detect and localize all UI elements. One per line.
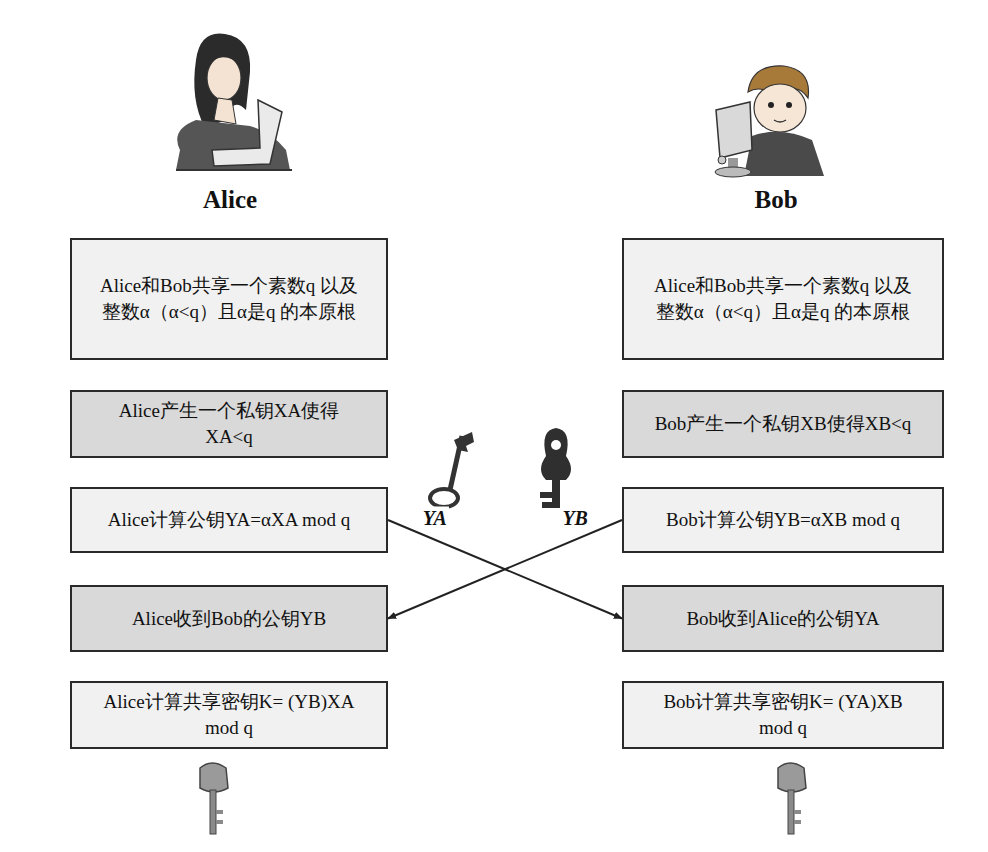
process-box: Alice计算公钥YA=αXA mod q bbox=[70, 487, 388, 553]
key-icon bbox=[200, 763, 228, 834]
box-text: Alice收到Bob的公钥YB bbox=[106, 606, 352, 632]
key-icon bbox=[430, 432, 474, 507]
process-box: Bob计算共享密钥K= (YA)XB mod q bbox=[622, 681, 944, 749]
box-text: Alice计算共享密钥K= (YB)XA mod q bbox=[72, 689, 386, 740]
process-box: Bob产生一个私钥XB使得XB<q bbox=[622, 390, 944, 458]
process-box: Bob计算公钥YB=αXB mod q bbox=[622, 487, 944, 553]
process-box: Alice和Bob共享一个素数q 以及整数α（α<q）且α是q 的本原根 bbox=[622, 238, 944, 360]
process-box: Alice产生一个私钥XA使得XA<q bbox=[70, 390, 388, 458]
key-exchange-arrow bbox=[388, 520, 622, 619]
process-box: Alice和Bob共享一个素数q 以及整数α（α<q）且α是q 的本原根 bbox=[70, 238, 388, 360]
process-box: Alice计算共享密钥K= (YB)XA mod q bbox=[70, 681, 388, 749]
alice-illustration bbox=[176, 34, 292, 170]
edge-label: YA bbox=[421, 506, 449, 529]
box-text: Alice和Bob共享一个素数q 以及整数α（α<q）且α是q 的本原根 bbox=[624, 273, 942, 324]
box-text: Alice计算公钥YA=αXA mod q bbox=[82, 507, 376, 533]
box-text: Alice和Bob共享一个素数q 以及整数α（α<q）且α是q 的本原根 bbox=[72, 273, 386, 324]
process-box: Alice收到Bob的公钥YB bbox=[70, 585, 388, 652]
process-box: Bob收到Alice的公钥YA bbox=[622, 585, 944, 652]
key-icon bbox=[540, 428, 571, 508]
edge-label: YB bbox=[560, 506, 590, 529]
key-exchange-arrow bbox=[388, 520, 622, 619]
box-text: Bob计算公钥YB=αXB mod q bbox=[640, 507, 926, 533]
party-name: Alice bbox=[203, 186, 257, 214]
box-text: Bob产生一个私钥XB使得XB<q bbox=[629, 411, 938, 437]
party-name: Bob bbox=[754, 186, 797, 214]
box-text: Bob计算共享密钥K= (YA)XB mod q bbox=[624, 689, 942, 740]
bob-illustration bbox=[715, 66, 824, 177]
key-icon bbox=[778, 763, 806, 834]
box-text: Alice产生一个私钥XA使得XA<q bbox=[72, 398, 386, 449]
box-text: Bob收到Alice的公钥YA bbox=[660, 606, 905, 632]
